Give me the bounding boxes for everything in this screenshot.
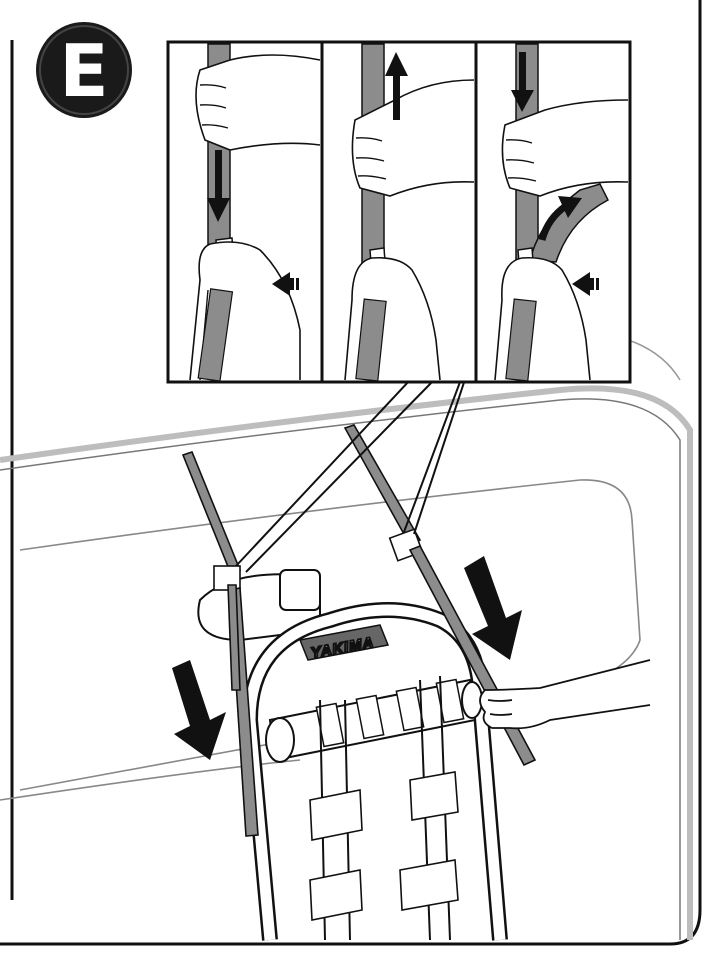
panel-1-pull-down (189, 43, 321, 382)
curved-arrow-icon (538, 196, 582, 242)
down-arrow-icon (207, 150, 230, 222)
step-letter: E (59, 29, 108, 113)
push-arrow-icon (272, 272, 299, 296)
down-arrow-icon (511, 52, 534, 112)
panel-2-pull-up (344, 43, 475, 382)
panel-3-feed-strap (494, 43, 629, 382)
up-arrow-icon (385, 52, 408, 120)
hand-icon (479, 659, 651, 730)
push-arrow-icon (572, 272, 599, 296)
step-badge: E (36, 22, 132, 118)
car-rear-outline (0, 329, 693, 940)
down-arrow-icon (172, 556, 522, 760)
